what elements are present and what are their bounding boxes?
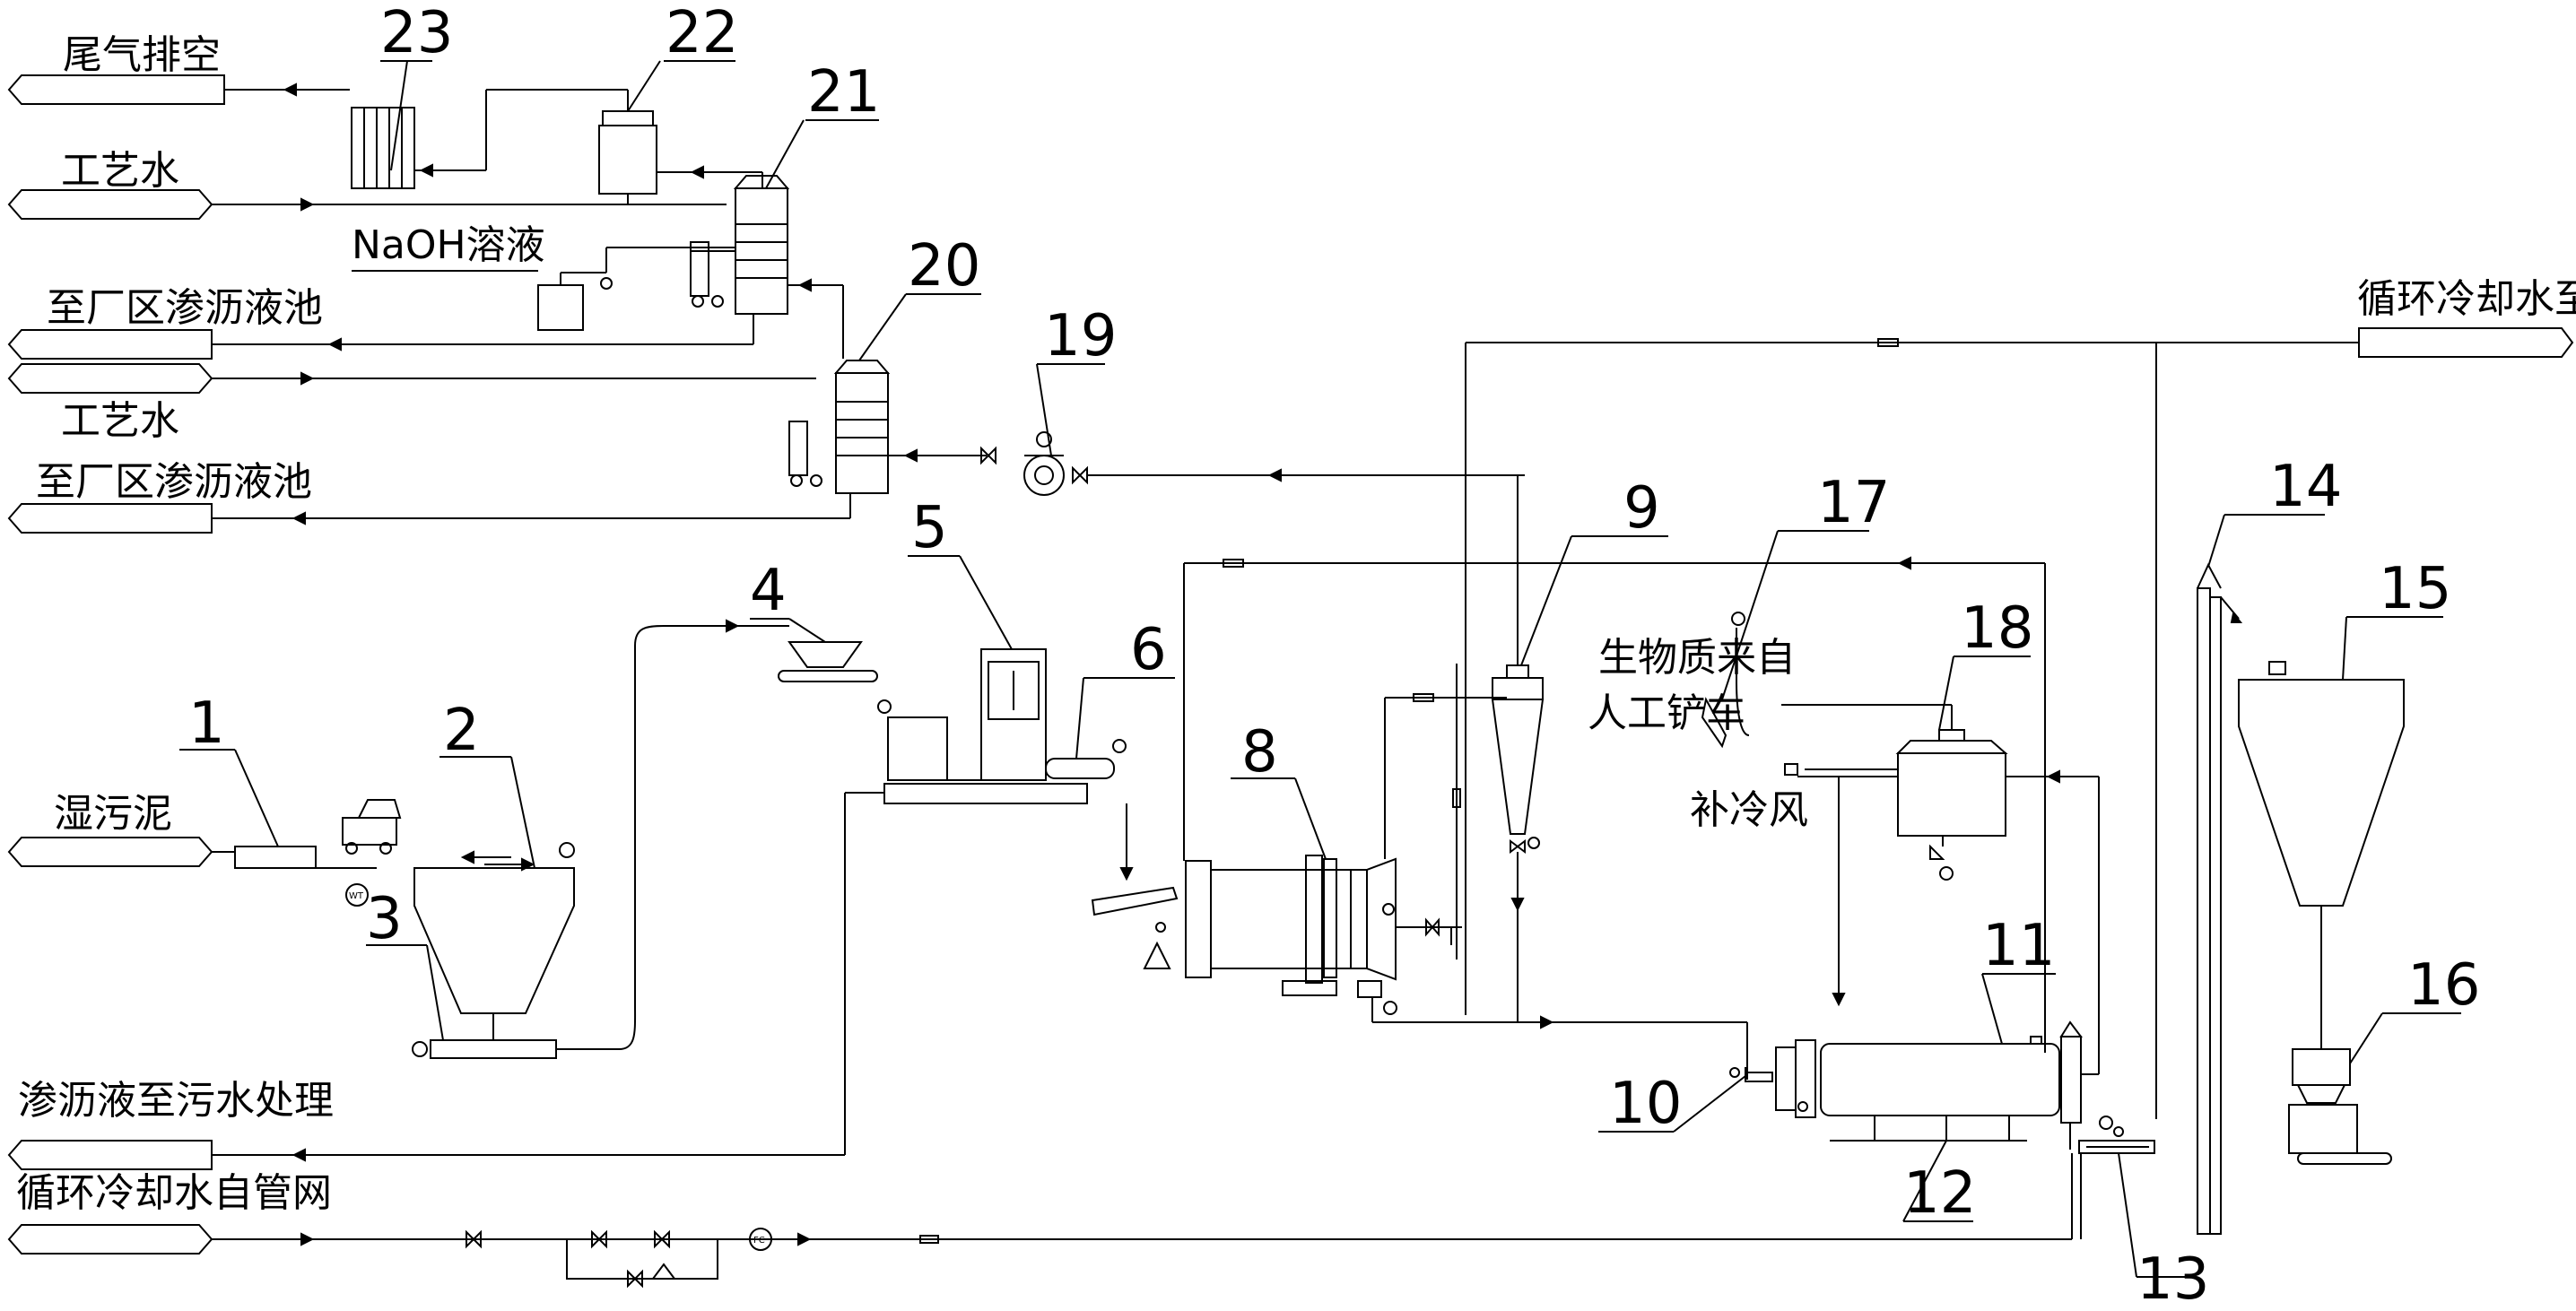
cooling-water-valve-station: FC (466, 1228, 939, 1289)
unit-5 (883, 648, 1088, 804)
callout-21: 21 (807, 59, 880, 126)
cyclone-9 (1491, 475, 1545, 1022)
stream-process-water-1: 工艺水 (7, 148, 727, 220)
stream-leachate-pond-2: 至厂区渗沥液池 (7, 459, 850, 534)
belt-conveyor-1 (234, 846, 377, 869)
pipe-21-to-22 (682, 165, 763, 188)
pipe-22-to-23 (414, 89, 629, 178)
stream-cooling-water-in: 循环冷却水自管网 (7, 1170, 2072, 1255)
sludge-pump-3 (412, 619, 789, 1059)
label-wet-sludge: 湿污泥 (54, 791, 172, 837)
scrubber-21 (690, 175, 816, 344)
callout-4: 4 (750, 558, 787, 624)
fan-19 (980, 431, 1525, 496)
packer-16 (2288, 1048, 2392, 1165)
conveyor-13 (2071, 1116, 2155, 1239)
hopper-17 (1701, 612, 1750, 749)
callout-leaders (179, 60, 2461, 1278)
callout-2: 2 (443, 698, 480, 764)
label-tail-gas: 尾气排空 (63, 32, 221, 78)
callout-8: 8 (1241, 719, 1278, 786)
callout-9: 9 (1623, 475, 1660, 542)
truck (342, 799, 402, 855)
label-process-water-2: 工艺水 (61, 398, 179, 444)
stream-process-water-2: 工艺水 (7, 363, 816, 444)
callout-5: 5 (911, 495, 948, 561)
duct-top-return (1183, 556, 2046, 1053)
label-leachate-pond-2: 至厂区渗沥液池 (36, 459, 312, 505)
unit-6 (1045, 739, 1134, 881)
pipe-20-to-21 (797, 278, 844, 359)
callout-1: 1 (188, 690, 225, 757)
label-cold-air: 补冷风 (1690, 787, 1808, 833)
callout-numbers: 1 2 3 4 5 6 8 9 10 11 12 13 14 15 16 17 … (188, 0, 2480, 1311)
callout-12: 12 (1903, 1160, 1976, 1227)
label-biomass-2: 人工铲车 (1588, 690, 1745, 736)
furnace-18 (1781, 704, 2008, 1007)
cooler-11 (1775, 1020, 2083, 1150)
hopper-4 (778, 641, 892, 714)
stream-tail-gas: 尾气排空 (7, 32, 350, 105)
tower-23 (351, 107, 415, 189)
callout-22: 22 (666, 0, 738, 66)
stream-leachate-pond-1: 至厂区渗沥液池 (7, 285, 753, 360)
screw-10 (1729, 1067, 1773, 1082)
silo-15 (2238, 661, 2405, 1049)
callout-11: 11 (1982, 913, 2055, 979)
stream-wet-sludge: 湿污泥 (7, 791, 235, 867)
callout-10: 10 (1609, 1071, 1682, 1137)
callout-19: 19 (1044, 303, 1117, 369)
callout-3: 3 (366, 886, 403, 952)
label-leachate-pond-1: 至厂区渗沥液池 (47, 285, 323, 331)
svg-text:WT: WT (349, 891, 364, 901)
label-cooling-water-in: 循环冷却水自管网 (16, 1170, 332, 1216)
fc-tag: FC (753, 1236, 765, 1246)
stream-leachate-treatment: 渗沥液至污水处理 (7, 792, 883, 1170)
label-process-water-1: 工艺水 (61, 148, 179, 194)
pipe-dryer-fan (1396, 917, 1462, 945)
weigh-sensor: WT (345, 883, 369, 907)
naoh-tank (352, 247, 735, 331)
scrubber-20 (788, 360, 987, 518)
callout-6: 6 (1130, 617, 1167, 683)
callout-15: 15 (2379, 556, 2451, 622)
callout-16: 16 (2407, 952, 2480, 1019)
pipe-cooler-return (2006, 769, 2100, 1075)
callout-14: 14 (2269, 454, 2342, 520)
callout-13: 13 (2137, 1246, 2209, 1307)
callout-17: 17 (1817, 470, 1890, 536)
cooling-branch-valve (1452, 664, 1461, 959)
stream-cooling-water-out: 循环冷却水至管网 (1465, 276, 2576, 1119)
label-leachate-treatment: 渗沥液至污水处理 (18, 1078, 334, 1124)
rotary-dryer-8 (1091, 855, 1397, 998)
label-naoh: NaOH溶液 (352, 222, 545, 268)
callout-20: 20 (908, 233, 980, 300)
label-biomass-1: 生物质来自 (1598, 635, 1796, 681)
pipe-dryer-outlet (1371, 997, 1748, 1080)
callout-18: 18 (1961, 595, 2033, 662)
bucket-elevator-14 (2197, 562, 2243, 1235)
tank-22 (598, 110, 682, 204)
callout-23: 23 (380, 0, 453, 66)
label-cooling-water-out: 循环冷却水至管网 (2357, 276, 2576, 322)
duct-dryer-to-cyclone (1384, 693, 1507, 859)
sludge-bin-2 (413, 842, 575, 1040)
